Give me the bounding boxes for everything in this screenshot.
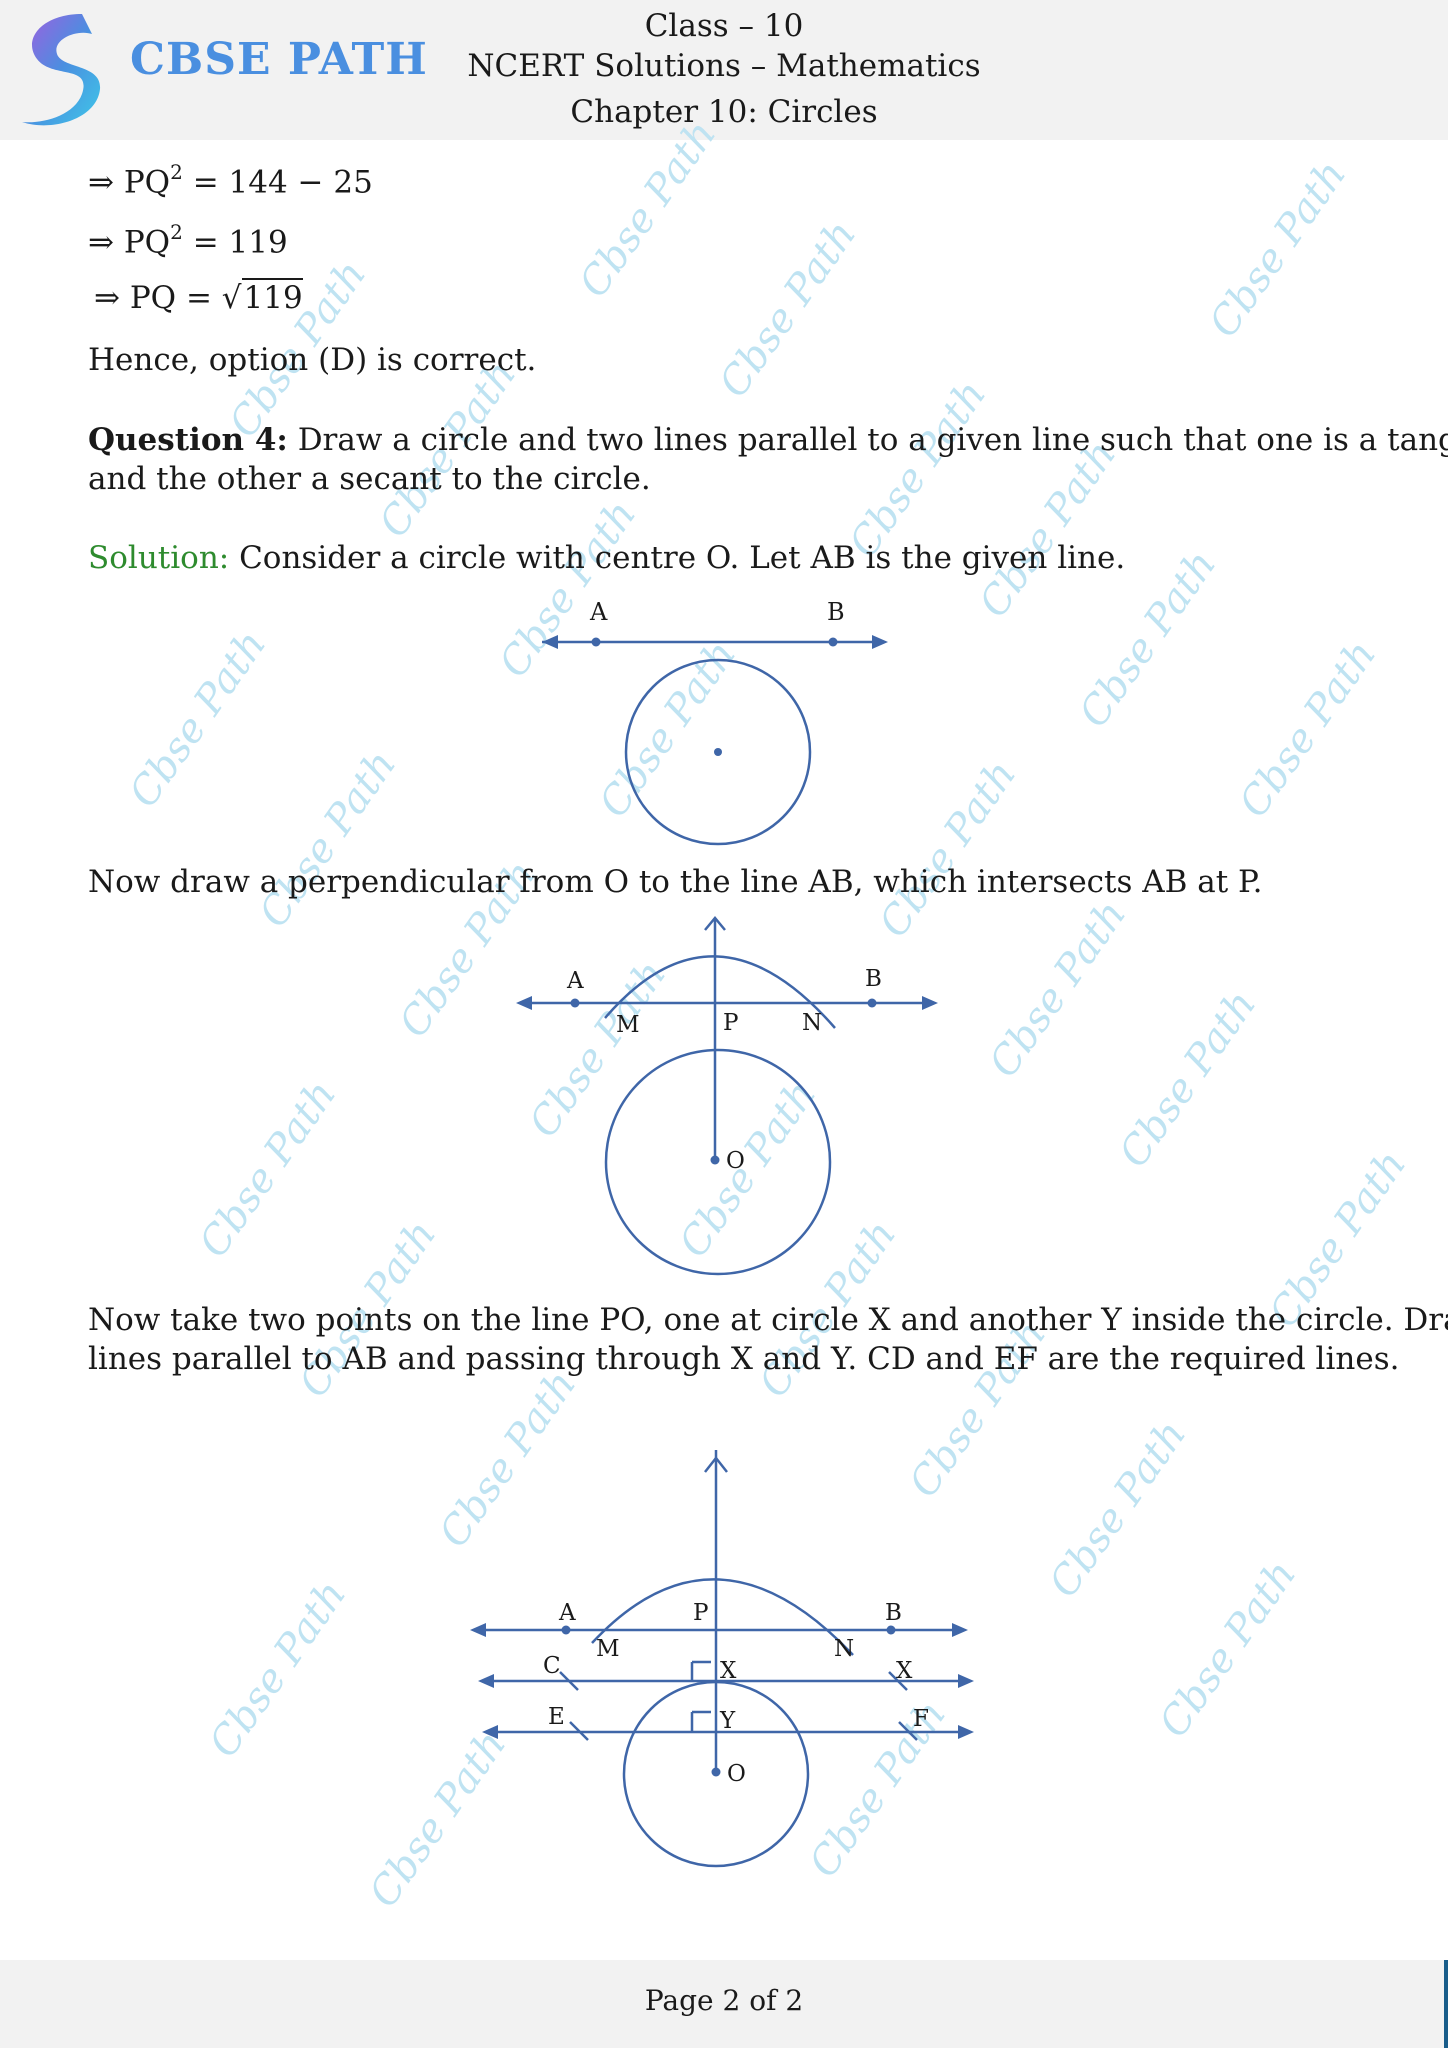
watermark-text: Cbse Path — [191, 1072, 346, 1265]
step-3-line-2: lines parallel to AB and passing through… — [88, 1341, 1400, 1377]
brand-name: CBSE PATH — [130, 34, 428, 85]
figure-1-circle-and-line: A B — [542, 598, 888, 846]
fig2-label-n: N — [802, 1010, 822, 1036]
watermark-text: Cbse Path — [121, 622, 276, 815]
fig3-label-n: N — [834, 1636, 854, 1662]
page-header: CBSE PATH Class – 10 NCERT Solutions – M… — [0, 0, 1448, 140]
page-footer: Page 2 of 2 — [0, 1960, 1448, 2048]
fig2-label-o: O — [726, 1148, 745, 1174]
step-2-text: Now draw a perpendicular from O to the l… — [88, 864, 1263, 900]
question-label: Question 4: — [88, 422, 288, 458]
watermark-text: Cbse Path — [1201, 152, 1356, 345]
subject-line: NCERT Solutions – Mathematics — [467, 48, 981, 84]
fig3-label-x2: X — [896, 1658, 913, 1684]
equation-line-3: ⇒ PQ = √119 — [94, 278, 303, 316]
watermark-text: Cbse Path — [1041, 1412, 1196, 1605]
fig2-label-b: B — [865, 966, 882, 992]
fig3-label-m: M — [596, 1636, 620, 1662]
equation-line-2: ⇒ PQ2 = 119 — [88, 220, 288, 261]
watermark-text: Cbse Path — [201, 1572, 356, 1765]
question-line-1: Question 4: Draw a circle and two lines … — [88, 422, 1448, 458]
watermark-text: Cbse Path — [1151, 1552, 1306, 1745]
page-number: Page 2 of 2 — [644, 1984, 804, 2017]
step-3-line-1: Now take two points on the line PO, one … — [88, 1302, 1448, 1338]
chapter-line: Chapter 10: Circles — [570, 94, 878, 130]
fig1-label-b: B — [827, 598, 845, 626]
watermark-text: Cbse Path — [711, 212, 866, 405]
solution-label: Solution: — [88, 540, 230, 576]
cbse-path-logo-icon — [22, 14, 101, 126]
watermark-text: Cbse Path — [841, 372, 996, 565]
fig3-label-b: B — [885, 1600, 902, 1626]
watermark-text: Cbse Path — [571, 112, 726, 305]
class-line: Class – 10 — [644, 8, 804, 44]
watermark-text: Cbse Path — [981, 892, 1136, 1085]
fig3-label-c: C — [543, 1653, 561, 1679]
footer-edge-bar — [1444, 1960, 1448, 2048]
equation-line-1: ⇒ PQ2 = 144 − 25 — [88, 160, 373, 201]
fig3-label-a: A — [558, 1600, 576, 1626]
watermark-text: Cbse Path — [971, 432, 1126, 625]
fig3-label-y: Y — [719, 1708, 736, 1734]
solution-line: Solution: Consider a circle with centre … — [88, 540, 1126, 576]
fig3-label-f: F — [913, 1706, 929, 1732]
question-line-2: and the other a secant to the circle. — [88, 461, 651, 497]
figure-2-perpendicular: A B M P N O — [516, 916, 938, 1276]
fig3-label-x1: X — [720, 1658, 737, 1684]
fig3-label-p: P — [693, 1600, 708, 1626]
watermark-text: Cbse Path — [1231, 632, 1386, 825]
fig3-label-o: O — [727, 1761, 746, 1787]
fig2-label-p: P — [723, 1010, 738, 1036]
watermark-text: Cbse Path — [251, 742, 406, 935]
hence-text: Hence, option (D) is correct. — [88, 342, 537, 378]
fig2-label-a: A — [566, 968, 584, 994]
fig3-label-e: E — [548, 1704, 565, 1730]
figure-3-parallel-lines: A B P M N C X X E Y F O — [470, 1450, 974, 1868]
watermark-text: Cbse Path — [1111, 982, 1266, 1175]
fig2-label-m: M — [616, 1012, 640, 1038]
fig1-label-a: A — [589, 598, 608, 626]
